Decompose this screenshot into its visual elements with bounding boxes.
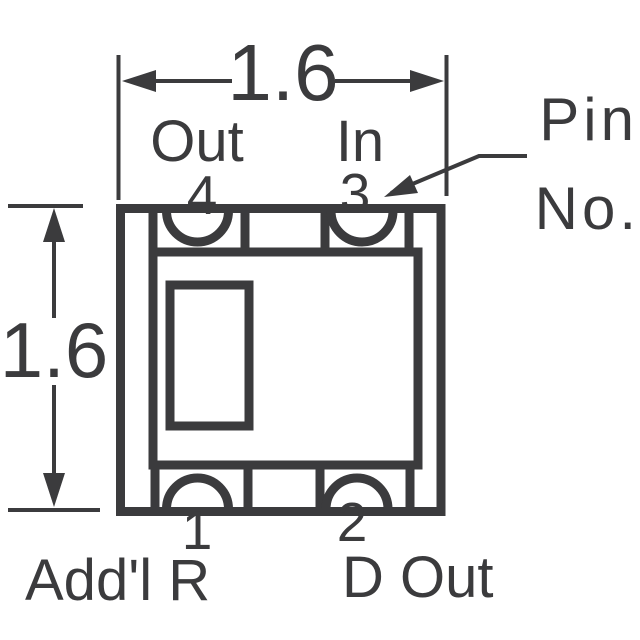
- pin2-function-label: D Out: [342, 545, 494, 610]
- package-body-outline: [148, 247, 423, 470]
- pin4-notch: [162, 210, 233, 247]
- dim-arrow-up-icon: [43, 208, 65, 242]
- pin4-number: 4: [187, 164, 218, 226]
- pin-note-line1: Pin: [539, 86, 638, 153]
- pin-note-arrow-icon: [384, 175, 418, 197]
- pin1-number: 1: [182, 499, 213, 561]
- dim-arrow-right-icon: [410, 70, 444, 92]
- pin-note-line2: No.: [535, 175, 640, 242]
- pin3-number: 3: [340, 162, 371, 224]
- pin-note-leader-line: [390, 154, 527, 195]
- pin3-function-label: In: [336, 109, 384, 174]
- dim-arrow-down-icon: [43, 473, 65, 507]
- pin3-notch: [326, 210, 398, 247]
- pin4-function-label: Out: [150, 109, 244, 174]
- pin2-number: 2: [337, 491, 368, 553]
- top-dimension-value: 1.6: [227, 28, 338, 117]
- pin2-notch: [321, 473, 393, 510]
- side-dimension-value: 1.6: [0, 306, 108, 394]
- pin1-notch: [162, 473, 233, 510]
- pin1-function-label: Add'l R: [25, 548, 210, 613]
- internal-component-block: [165, 280, 254, 431]
- dim-arrow-left-icon: [122, 70, 156, 92]
